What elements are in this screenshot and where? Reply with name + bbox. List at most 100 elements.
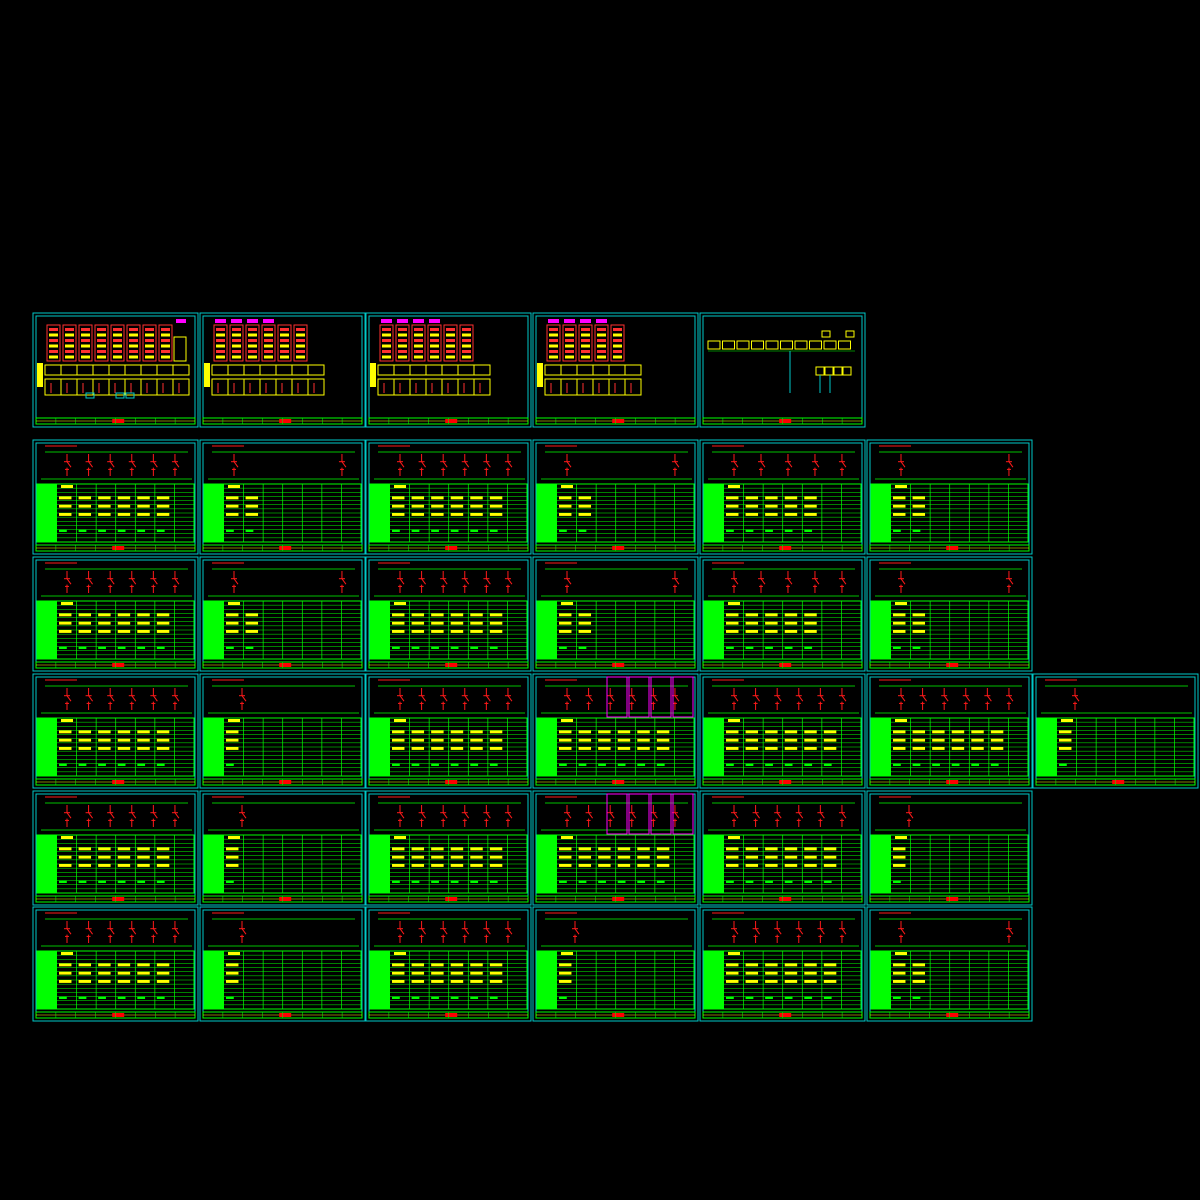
cabinet-module (613, 339, 622, 342)
schedule-value (893, 747, 906, 750)
schedule-value (726, 513, 739, 516)
schedule-value (745, 513, 759, 516)
schedule-value (765, 763, 773, 766)
cabinet-module (597, 344, 606, 348)
breaker-contact (109, 695, 115, 702)
breaker-contact (152, 578, 158, 585)
breaker-contact (760, 578, 766, 585)
schedule-value (784, 880, 793, 883)
breaker-contact (733, 928, 739, 935)
breaker-contact (241, 695, 247, 702)
breaker-symbol (504, 805, 513, 827)
schedule-value (137, 880, 146, 883)
cabinet-module (597, 355, 606, 359)
schedule-value (226, 529, 234, 532)
breaker-contact (908, 812, 914, 819)
cabinet-module (414, 333, 423, 337)
breaker-symbol (731, 454, 739, 476)
schedule-sheet (365, 906, 532, 1022)
breaker-symbol (397, 805, 405, 827)
breaker-symbol (731, 805, 739, 827)
breaker-symbol (107, 805, 115, 827)
schedule-value (59, 963, 72, 967)
cabinet-module (161, 355, 170, 359)
cabinet-module (382, 333, 391, 337)
schedule-value (137, 613, 150, 617)
cabinet-module (81, 350, 90, 353)
title-block-stamp (779, 663, 792, 667)
cabinet-layout-sheet (199, 312, 366, 428)
schedule-value (156, 763, 165, 766)
sub-panel (842, 366, 852, 376)
schedule-value (617, 730, 631, 734)
schedule-header-tag (1061, 719, 1073, 722)
schedule-value (470, 630, 483, 633)
schedule-value (470, 613, 483, 617)
cabinet-body (213, 324, 228, 362)
cabinet-module (248, 339, 257, 342)
cabinet-module (597, 328, 606, 331)
breaker-symbol (171, 571, 180, 593)
cabinet-module (296, 328, 305, 331)
schedule-value (392, 496, 405, 500)
schedule-value (784, 864, 798, 867)
schedule-value (765, 864, 778, 867)
schedule-value (156, 996, 165, 999)
breaker-symbol (898, 688, 906, 710)
schedule-value (893, 996, 901, 999)
breaker-symbol (397, 921, 405, 943)
schedule-value (971, 730, 984, 734)
schedule-value (765, 504, 778, 508)
schedule-value (450, 646, 459, 649)
breaker-contact (66, 928, 72, 935)
schedule-value (470, 996, 479, 999)
schedule-value (656, 738, 670, 742)
schedule-value (78, 730, 92, 734)
cabinet-module (129, 339, 138, 342)
schedule-sheet (532, 906, 699, 1022)
schedule-value (226, 738, 239, 742)
breaker-symbol (85, 688, 93, 710)
schedule-sheet (199, 556, 366, 672)
schedule-value (745, 730, 759, 734)
schedule-sheet (32, 790, 199, 906)
schedule-value (137, 980, 150, 983)
schedule-value (392, 763, 400, 766)
title-block-stamp (612, 419, 625, 423)
cabinet-module (565, 339, 574, 342)
title-block-stamp (112, 419, 125, 423)
highlighted-panel (650, 676, 672, 718)
schedule-value (78, 980, 92, 983)
breaker-contact (88, 695, 93, 702)
sheet-border (532, 790, 699, 906)
breaker-contact (485, 578, 491, 585)
schedule-header-tag (561, 485, 573, 488)
breaker-contact (421, 578, 426, 585)
cabinet-module (581, 339, 590, 342)
schedule-value (598, 730, 611, 734)
schedule-value (98, 763, 106, 766)
cabinet-body (379, 324, 394, 362)
breaker-contact (66, 461, 72, 468)
breaker-contact (776, 695, 782, 702)
schedule-sheet (32, 673, 199, 789)
breaker-contact (485, 695, 491, 702)
schedule-value (559, 646, 567, 649)
cabinet-body (594, 324, 609, 362)
cabinet-elevation (142, 324, 157, 362)
breaker-symbol (483, 805, 491, 827)
schedule-value (98, 847, 111, 851)
sheet-border (699, 673, 866, 789)
schedule-value (411, 971, 425, 975)
schedule-sheet (32, 556, 199, 672)
cabinet-module (49, 350, 58, 353)
schedule-header-tag (228, 836, 240, 839)
schedule-header-tag (561, 602, 573, 605)
cabinet-module (549, 339, 558, 342)
schedule-value (804, 496, 817, 500)
breaker-contact (733, 461, 739, 468)
schedule-value (392, 963, 405, 967)
schedule-value (411, 630, 425, 633)
schedule-value (98, 747, 111, 750)
cabinet-top-feeder (429, 319, 440, 323)
